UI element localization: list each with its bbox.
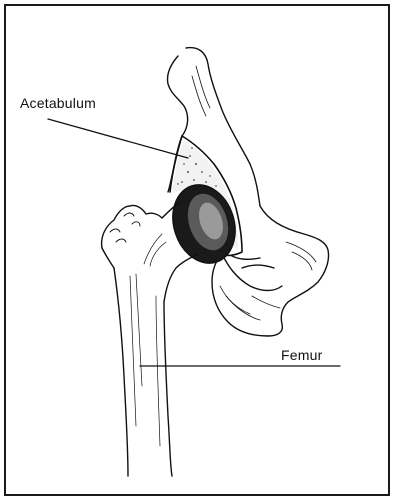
- acetabulum-leader-line: [48, 119, 188, 158]
- hip-joint-illustration: [6, 6, 388, 494]
- acetabulum-label: Acetabulum: [20, 95, 96, 111]
- femur-label: Femur: [281, 347, 322, 363]
- diagram-frame: Acetabulum Femur: [4, 4, 390, 496]
